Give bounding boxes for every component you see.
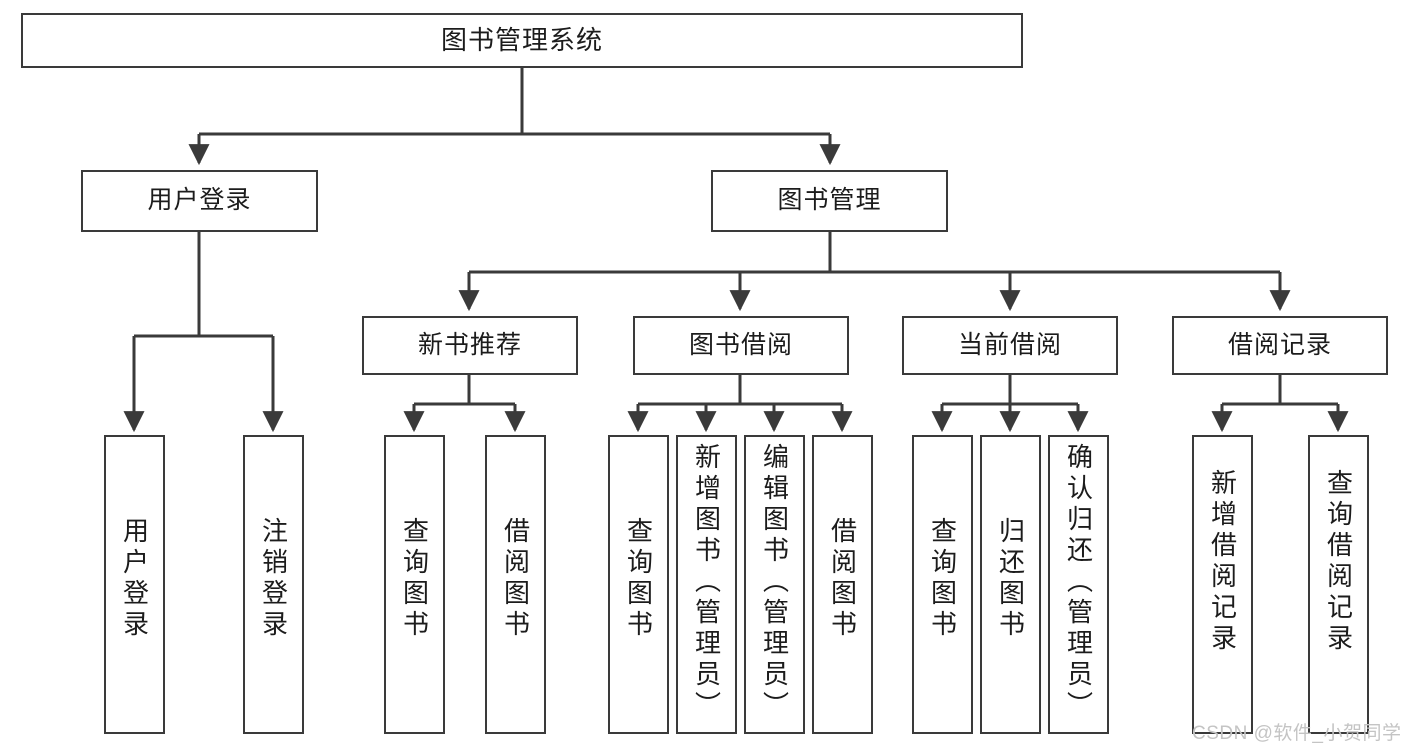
leaf-query-book-2-label: 查询图书: [623, 517, 654, 641]
node-borrow-record-label: 借阅记录: [1227, 330, 1332, 359]
leaf-edit-book[interactable]: 编辑图书（管理员）: [744, 435, 805, 734]
leaf-user-login-label: 用户登录: [119, 517, 150, 641]
node-book-borrow[interactable]: 图书借阅: [633, 316, 849, 375]
leaf-query-record-label: 查询借阅记录: [1323, 469, 1354, 655]
node-root-label: 图书管理系统: [440, 25, 603, 56]
leaf-borrow-book-2-label: 借阅图书: [827, 517, 858, 641]
leaf-borrow-book-1[interactable]: 借阅图书: [485, 435, 546, 734]
node-current-borrow[interactable]: 当前借阅: [902, 316, 1118, 375]
node-book-manage-label: 图书管理: [777, 186, 882, 215]
leaf-logout[interactable]: 注销登录: [243, 435, 304, 734]
csdn-watermark: CSDN @软件_小贺同学: [1192, 723, 1402, 744]
node-borrow-record[interactable]: 借阅记录: [1172, 316, 1388, 375]
node-user-login[interactable]: 用户登录: [81, 170, 318, 232]
node-user-login-label: 用户登录: [147, 186, 252, 215]
leaf-logout-label: 注销登录: [258, 517, 289, 641]
node-root[interactable]: 图书管理系统: [21, 13, 1023, 68]
leaf-confirm-return-label: 确认归还（管理员）: [1063, 443, 1094, 722]
leaf-query-book-1-label: 查询图书: [399, 517, 430, 641]
leaf-add-book[interactable]: 新增图书（管理员）: [676, 435, 737, 734]
leaf-query-book-1[interactable]: 查询图书: [384, 435, 445, 734]
leaf-add-record-label: 新增借阅记录: [1207, 469, 1238, 655]
leaf-add-book-label: 新增图书（管理员）: [691, 443, 722, 722]
node-new-book-recommend-label: 新书推荐: [417, 330, 522, 359]
leaf-edit-book-label: 编辑图书（管理员）: [759, 443, 790, 722]
leaf-borrow-book-2[interactable]: 借阅图书: [812, 435, 873, 734]
node-current-borrow-label: 当前借阅: [957, 330, 1062, 359]
leaf-borrow-book-1-label: 借阅图书: [500, 517, 531, 641]
leaf-add-record[interactable]: 新增借阅记录: [1192, 435, 1253, 734]
leaf-return-book-label: 归还图书: [995, 517, 1026, 641]
leaf-confirm-return[interactable]: 确认归还（管理员）: [1048, 435, 1109, 734]
leaf-query-book-3[interactable]: 查询图书: [912, 435, 973, 734]
leaf-query-book-2[interactable]: 查询图书: [608, 435, 669, 734]
node-book-borrow-label: 图书借阅: [688, 330, 793, 359]
leaf-query-record[interactable]: 查询借阅记录: [1308, 435, 1369, 734]
node-new-book-recommend[interactable]: 新书推荐: [362, 316, 578, 375]
leaf-user-login[interactable]: 用户登录: [104, 435, 165, 734]
leaf-return-book[interactable]: 归还图书: [980, 435, 1041, 734]
node-book-manage[interactable]: 图书管理: [711, 170, 948, 232]
leaf-query-book-3-label: 查询图书: [927, 517, 958, 641]
